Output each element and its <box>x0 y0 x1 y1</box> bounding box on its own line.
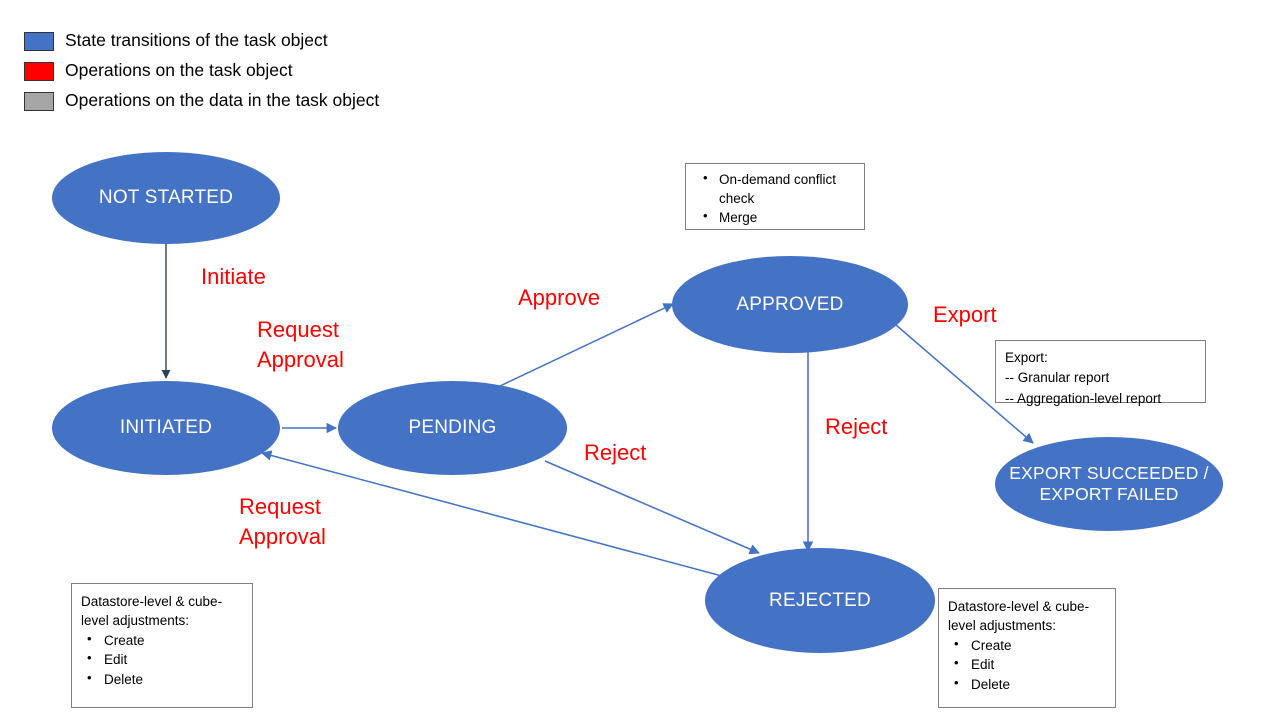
note-heading: Datastore-level & cube-level adjustments… <box>81 594 223 629</box>
state-label: EXPORT SUCCEEDED / EXPORT FAILED <box>1009 462 1209 504</box>
legend-item-data-operations: Operations on the data in the task objec… <box>24 86 444 116</box>
list-item: Delete <box>82 669 242 689</box>
legend-label: Operations on the data in the task objec… <box>65 90 380 111</box>
state-node-pending[interactable]: PENDING <box>338 381 567 475</box>
transition-label-approve: Approve <box>518 285 600 310</box>
transition-label-reject-pending: Reject <box>584 440 647 465</box>
arrow-approve <box>499 303 674 387</box>
arrow-reject-pending <box>544 460 760 555</box>
state-label: NOT STARTED <box>98 187 234 209</box>
list-item: Edit <box>949 654 1105 674</box>
note-initiated-adjustments: Datastore-level & cube-level adjustments… <box>71 583 253 708</box>
legend-label: Operations on the task object <box>65 60 293 81</box>
legend-label: State transitions of the task object <box>65 30 328 51</box>
arrow-request-approval-rejected-initiated <box>260 450 749 584</box>
transition-label-export: Export <box>933 302 997 327</box>
note-heading: Datastore-level & cube-level adjustments… <box>948 599 1090 634</box>
list-item: Create <box>82 630 242 650</box>
state-node-rejected[interactable]: REJECTED <box>705 548 935 653</box>
blue-swatch-icon <box>24 31 54 51</box>
list-item: Delete <box>949 674 1105 694</box>
state-label: REJECTED <box>769 589 871 611</box>
note-export-detail: Export: -- Granular report -- Aggregatio… <box>995 340 1206 406</box>
list-item: Create <box>949 635 1105 655</box>
note-list: Create Edit Delete <box>948 635 1105 694</box>
state-node-export-result[interactable]: EXPORT SUCCEEDED / EXPORT FAILED <box>995 437 1223 531</box>
transition-label-reject-approved: Reject <box>825 414 888 439</box>
note-text: Export: -- Granular report -- Aggregatio… <box>1005 350 1162 406</box>
list-item: On-demand conflict check <box>697 169 854 208</box>
transition-label-request-approval-initiated: Request Approval <box>257 317 344 372</box>
state-node-not-started[interactable]: NOT STARTED <box>52 152 280 244</box>
gray-swatch-icon <box>24 91 54 111</box>
list-item: Edit <box>82 649 242 669</box>
note-list: On-demand conflict check Merge <box>695 169 854 227</box>
red-swatch-icon <box>24 61 54 81</box>
legend-item-state-transitions: State transitions of the task object <box>24 26 444 56</box>
state-label: INITIATED <box>119 417 213 439</box>
legend: State transitions of the task object Ope… <box>24 26 444 116</box>
note-approved-operations: On-demand conflict check Merge <box>685 163 865 230</box>
state-label: PENDING <box>408 417 497 439</box>
transition-label-initiate: Initiate <box>201 264 266 289</box>
note-list: Create Edit Delete <box>81 630 242 689</box>
state-node-initiated[interactable]: INITIATED <box>52 381 280 475</box>
list-item: Merge <box>697 207 854 227</box>
state-label: APPROVED <box>736 293 844 315</box>
note-rejected-adjustments: Datastore-level & cube-level adjustments… <box>938 588 1116 708</box>
state-node-approved[interactable]: APPROVED <box>672 256 908 353</box>
legend-item-task-operations: Operations on the task object <box>24 56 444 86</box>
transition-label-request-approval-rejected: Request Approval <box>239 494 326 549</box>
